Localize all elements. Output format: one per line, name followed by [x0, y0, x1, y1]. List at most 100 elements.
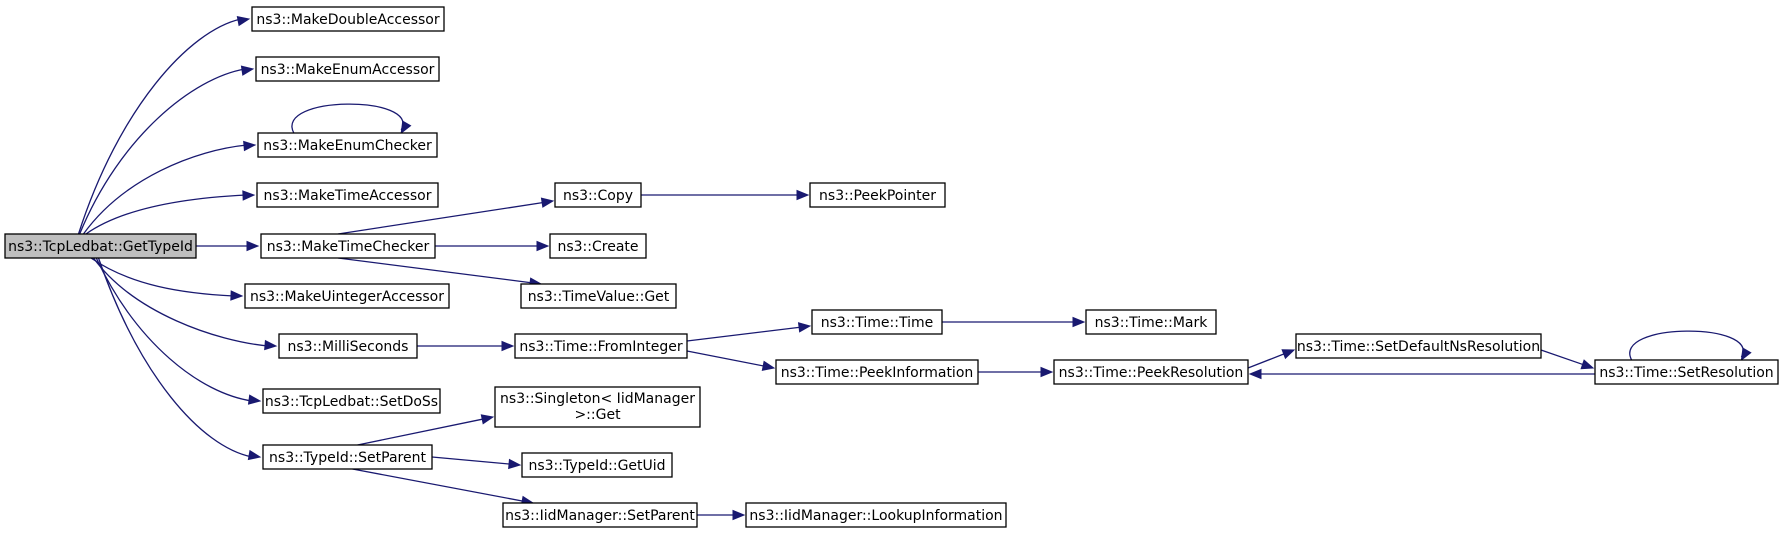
edge-frominteger-to-timetime	[686, 322, 812, 342]
node-typeidsetparent[interactable]: ns3::TypeId::SetParent	[262, 444, 433, 470]
node-makedoubleaccessor[interactable]: ns3::MakeDoubleAccessor	[251, 6, 445, 32]
edge-copy-to-peekpointer	[641, 189, 810, 201]
node-makeuintegeraccessor[interactable]: ns3::MakeUintegerAccessor	[244, 283, 450, 309]
arrow-head	[1740, 347, 1752, 362]
edge-line	[1247, 352, 1286, 369]
node-label: ns3::TimeValue::Get	[528, 289, 670, 305]
node-box	[1594, 359, 1779, 385]
arrow-head	[797, 322, 812, 333]
edge-line	[1540, 349, 1585, 366]
node-create[interactable]: ns3::Create	[549, 233, 647, 259]
node-box	[278, 333, 418, 359]
edge-setresolution-to-setresolution	[1629, 330, 1752, 362]
edge-line	[97, 257, 253, 458]
node-box	[1295, 333, 1542, 359]
node-maketimechecker[interactable]: ns3::MakeTimeChecker	[260, 233, 436, 259]
node-timemark[interactable]: ns3::Time::Mark	[1085, 309, 1217, 335]
node-label: ns3::TcpLedbat::SetDoSs	[265, 394, 438, 410]
edge-maketimechecker-to-create	[435, 240, 550, 252]
edge-gettypeid-to-makeenumchecker	[82, 140, 257, 235]
edge-gettypeid-to-maketimechecker	[196, 240, 260, 252]
node-box	[1085, 309, 1217, 335]
arrow-head	[243, 140, 257, 152]
edge-typeidsetparent-to-singletonget	[357, 414, 495, 446]
arrow-head	[240, 65, 255, 76]
edge-line	[337, 201, 545, 235]
node-box	[4, 233, 197, 259]
edge-line	[357, 418, 485, 446]
node-label: ns3::MakeTimeAccessor	[264, 188, 432, 204]
edge-maketimechecker-to-copy	[337, 197, 555, 235]
node-lookupinformation[interactable]: ns3::IidManager::LookupInformation	[745, 502, 1007, 528]
node-box	[244, 283, 450, 309]
arrow-head	[247, 394, 262, 405]
node-label: ns3::Create	[557, 239, 638, 255]
node-setresolution[interactable]: ns3::Time::SetResolution	[1594, 359, 1779, 385]
node-box	[260, 233, 436, 259]
node-box	[554, 182, 642, 208]
edge-makeenumchecker-to-makeenumchecker	[291, 103, 412, 135]
node-box	[257, 132, 438, 158]
node-box	[809, 182, 946, 208]
edge-setresolution-to-peekresolution	[1248, 368, 1595, 380]
edge-gettypeid-to-makeenumaccessor	[79, 65, 255, 235]
arrow-head	[536, 240, 550, 252]
node-iidsetparent[interactable]: ns3::IidManager::SetParent	[502, 502, 698, 528]
node-box	[745, 502, 1007, 528]
arrow-head	[480, 414, 495, 425]
arrow-head	[1248, 368, 1262, 380]
edge-peekinformation-to-peekresolution	[978, 366, 1054, 378]
node-copy[interactable]: ns3::Copy	[554, 182, 642, 208]
arrow-head	[540, 197, 555, 208]
node-box	[502, 502, 698, 528]
arrow-head	[761, 360, 776, 371]
node-getuid[interactable]: ns3::TypeId::GetUid	[521, 452, 673, 478]
node-timevalueget[interactable]: ns3::TimeValue::Get	[520, 283, 677, 309]
node-peekresolution[interactable]: ns3::Time::PeekResolution	[1053, 359, 1249, 385]
arrow-head	[1580, 359, 1595, 370]
arrow-head	[796, 189, 810, 201]
arrow-head	[508, 458, 522, 470]
edge-line	[686, 326, 802, 342]
node-label: ns3::Time::Time	[821, 315, 933, 331]
nodes-layer: ns3::TcpLedbat::GetTypeId ns3::MakeDouble…	[4, 6, 1779, 528]
edge-gettypeid-to-milliseconds	[92, 257, 278, 351]
edge-line	[337, 257, 533, 284]
node-frominteger[interactable]: ns3::Time::FromInteger	[514, 333, 688, 359]
edge-typeidsetparent-to-iidsetparent	[352, 468, 535, 507]
edge-peekresolution-to-setdefaultnsresolution	[1247, 349, 1296, 369]
arrow-head	[1072, 316, 1086, 328]
edge-gettypeid-to-maketimeaccessor	[85, 190, 256, 235]
node-timetime[interactable]: ns3::Time::Time	[811, 309, 943, 335]
node-box	[255, 56, 440, 82]
node-label: ns3::Time::SetResolution	[1599, 365, 1773, 381]
arrow-head	[264, 339, 278, 351]
node-setdefaultnsresolution[interactable]: ns3::Time::SetDefaultNsResolution	[1295, 333, 1542, 359]
node-peekinformation[interactable]: ns3::Time::PeekInformation	[775, 359, 979, 385]
node-singletonget[interactable]: ns3::Singleton< IidManager>::Get	[494, 386, 701, 428]
node-box	[262, 444, 433, 470]
node-box	[251, 6, 445, 32]
node-makeenumchecker[interactable]: ns3::MakeEnumChecker	[257, 132, 438, 158]
node-box	[811, 309, 943, 335]
edge-line	[77, 18, 242, 235]
node-label: ns3::Time::Mark	[1095, 315, 1209, 331]
node-label-line: ns3::Singleton< IidManager	[500, 391, 695, 407]
arrow-head	[230, 290, 244, 301]
node-label: ns3::Time::SetDefaultNsResolution	[1297, 339, 1540, 355]
edge-line	[431, 456, 512, 465]
edge-line	[85, 194, 247, 235]
edge-frominteger-to-peekinformation	[686, 350, 776, 371]
node-box	[549, 233, 647, 259]
node-peekpointer[interactable]: ns3::PeekPointer	[809, 182, 946, 208]
node-setdoss[interactable]: ns3::TcpLedbat::SetDoSs	[262, 388, 441, 414]
arrow-head	[247, 449, 262, 461]
node-gettypeid[interactable]: ns3::TcpLedbat::GetTypeId	[4, 233, 197, 259]
node-makeenumaccessor[interactable]: ns3::MakeEnumAccessor	[255, 56, 440, 82]
edge-line	[291, 103, 404, 134]
node-milliseconds[interactable]: ns3::MilliSeconds	[278, 333, 418, 359]
node-label: ns3::Time::FromInteger	[519, 339, 682, 355]
node-box	[262, 388, 441, 414]
edge-gettypeid-to-makeuintegeraccessor	[90, 257, 244, 301]
node-maketimeaccessor[interactable]: ns3::MakeTimeAccessor	[256, 182, 439, 208]
